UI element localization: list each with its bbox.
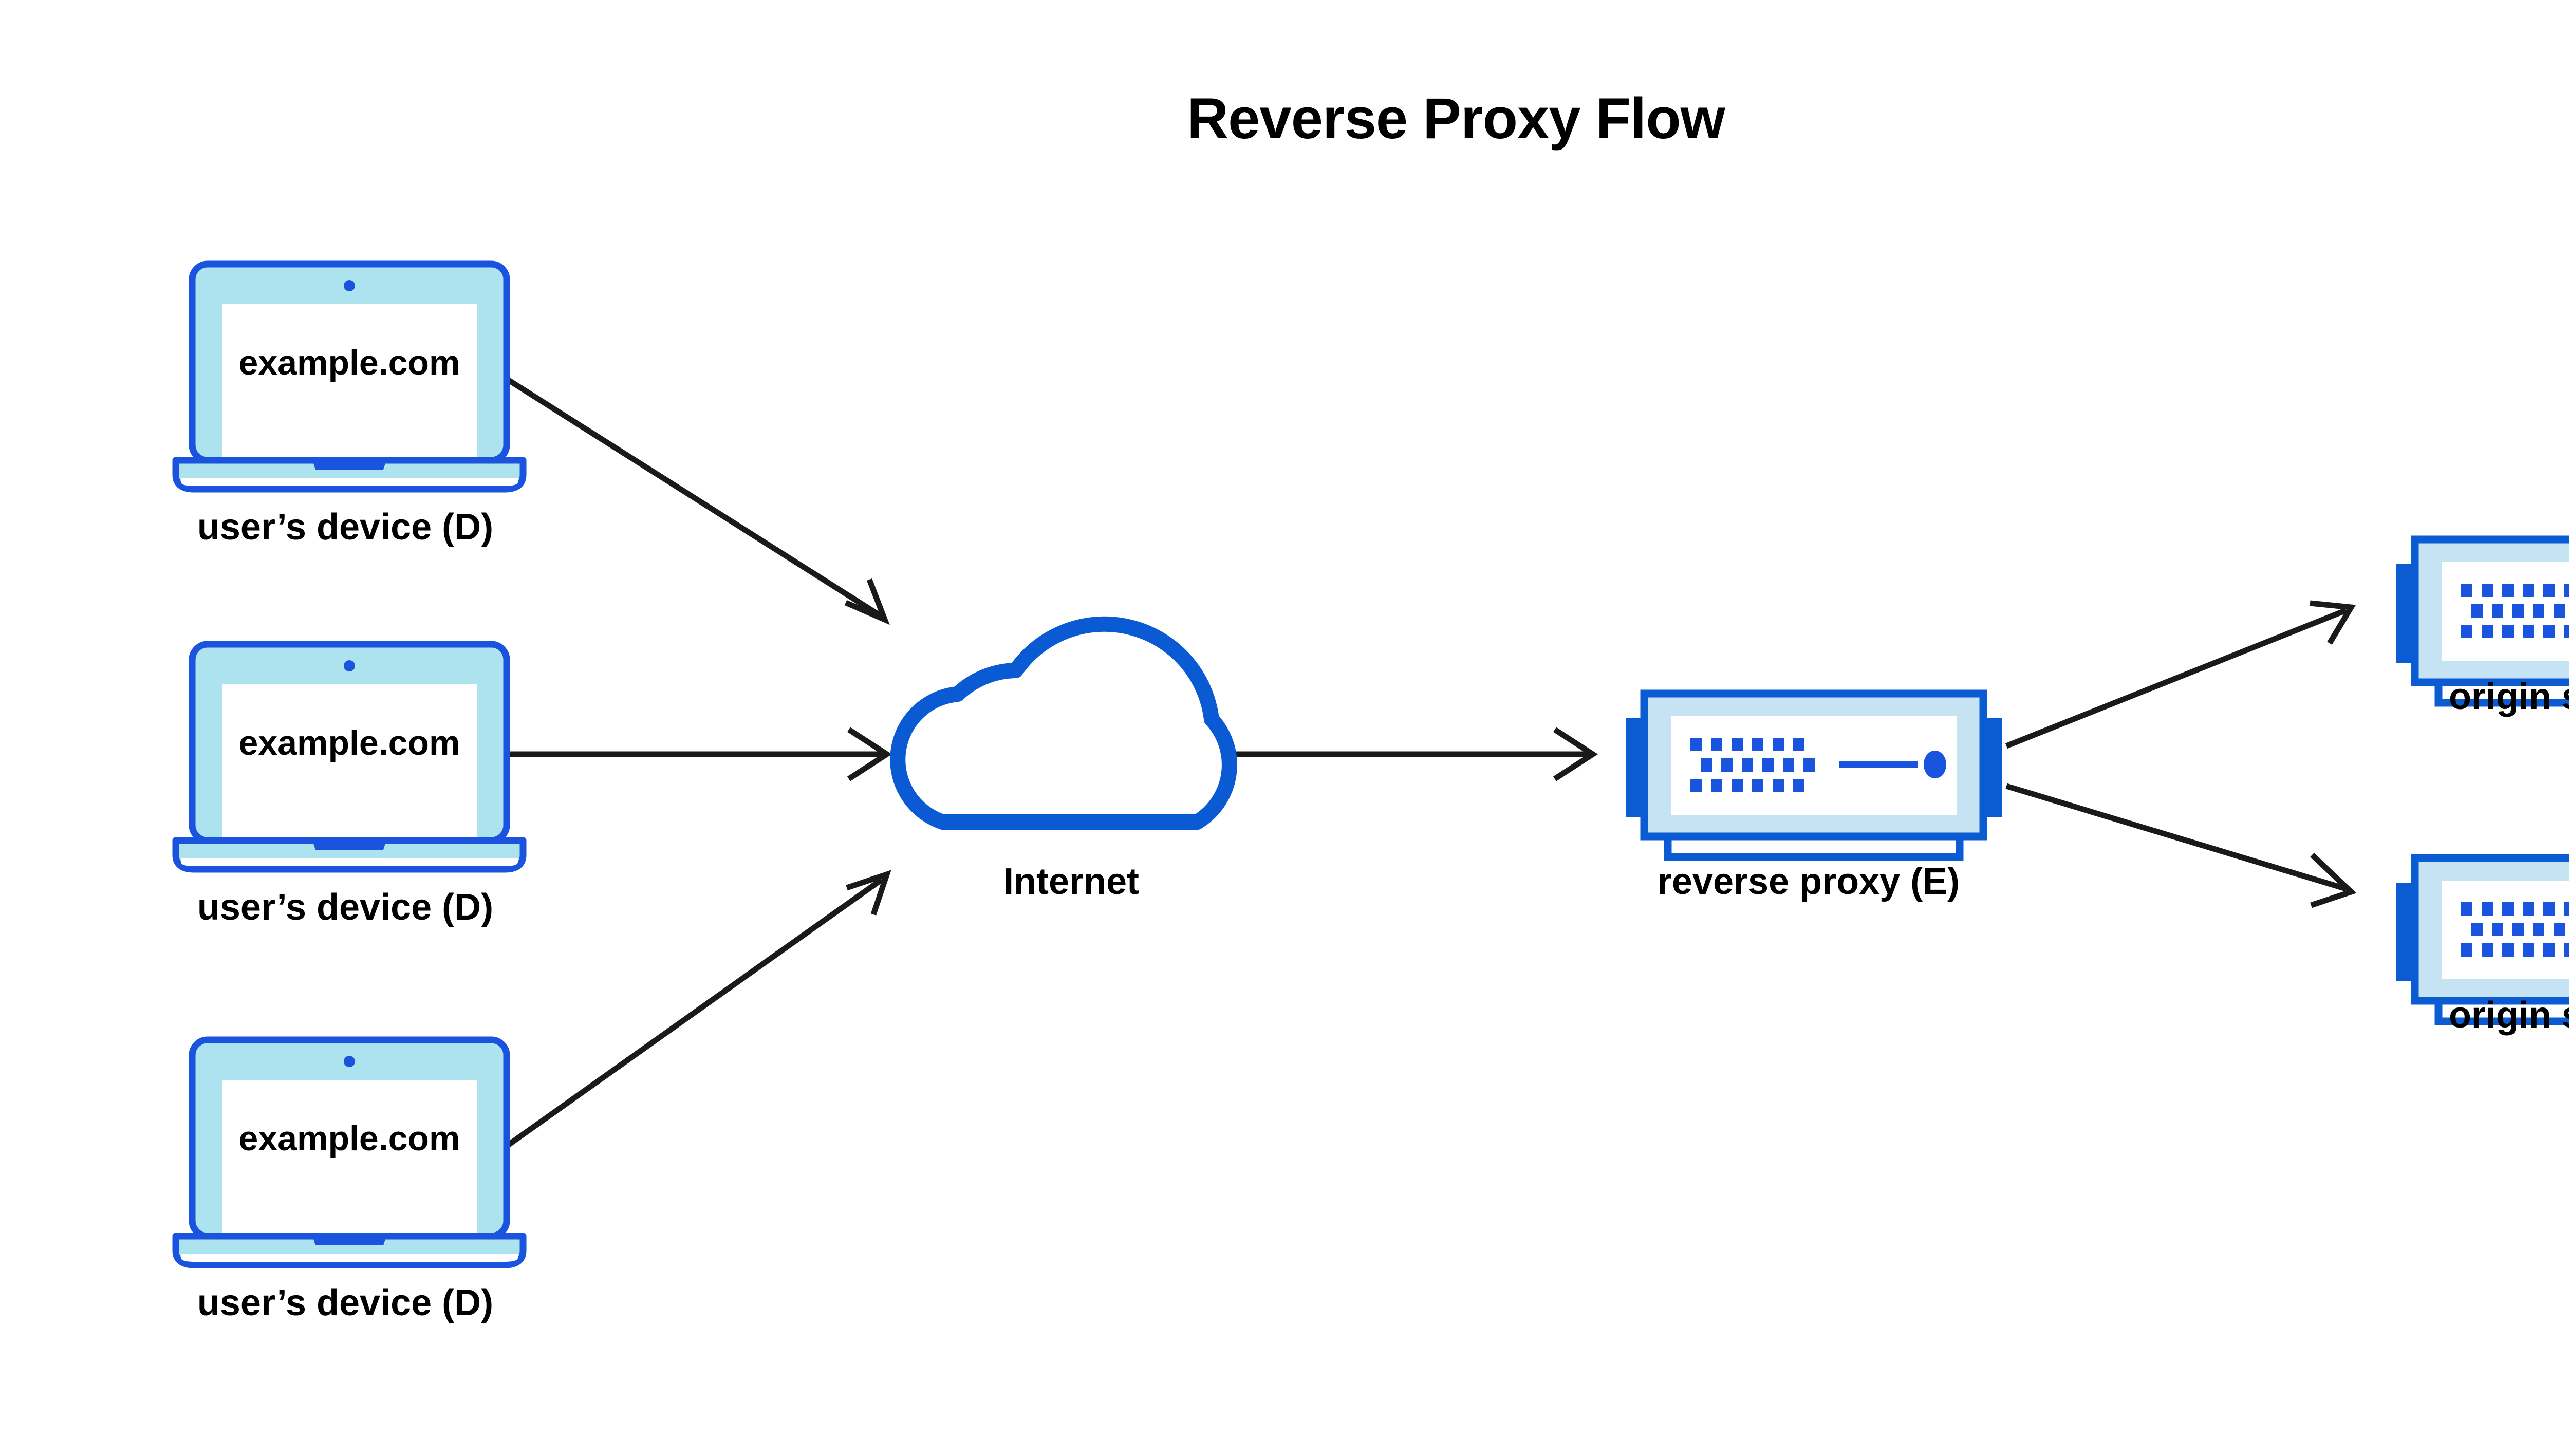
edge-device1-to-internet	[507, 378, 890, 625]
page-title: Reverse Proxy Flow	[1187, 86, 1725, 151]
label-internet-cloud: Internet	[1003, 861, 1140, 902]
node-reverse-proxy	[1626, 694, 2002, 857]
edge-proxy-to-origin1	[2005, 600, 2356, 749]
label-origin-server-2: origin server (F)	[2448, 995, 2569, 1036]
label-user-device-2: user’s device (D)	[197, 887, 494, 928]
label-user-device-1: user’s device (D)	[197, 507, 494, 548]
edge-internet-to-proxy	[1223, 727, 1598, 781]
screen-text-device-1: example.com	[238, 343, 460, 382]
label-origin-server-1: origin server (F)	[2448, 676, 2569, 717]
label-reverse-proxy: reverse proxy (E)	[1657, 861, 1960, 902]
label-user-device-3: user’s device (D)	[197, 1282, 494, 1323]
edge-proxy-to-origin2	[2005, 783, 2357, 908]
edge-device2-to-internet	[509, 727, 892, 781]
edge-device3-to-internet	[507, 870, 891, 1147]
screen-text-device-2: example.com	[238, 723, 460, 762]
screen-text-device-3: example.com	[238, 1119, 460, 1158]
node-internet-cloud	[890, 616, 1237, 830]
